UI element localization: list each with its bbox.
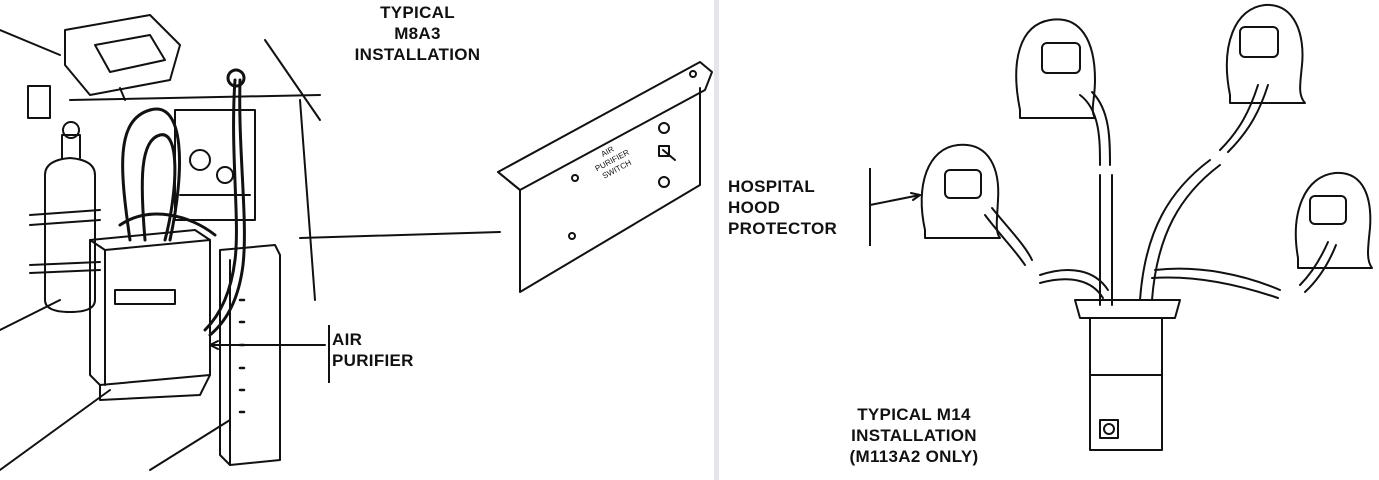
hospital-hood-protector-label: HOSPITAL HOOD PROTECTOR [728,176,837,239]
gas-cylinder [29,121,101,313]
m8a3-installation-panel: TYPICAL M8A3 INSTALLATION AIR PURIFIER A… [0,2,713,471]
label-line: HOSPITAL [728,177,816,196]
hood-left [920,143,1001,239]
m14-purifier-unit [1074,299,1181,451]
switch-leader-line [299,231,501,239]
purifier-arrowhead [209,340,219,350]
hood-leader-line [869,194,921,206]
m14-installation-panel [719,0,1379,480]
title-line: (M113A2 ONLY) [849,447,979,466]
m8a3-illustration [0,14,713,471]
label-line: AIR [332,330,363,349]
vehicle-interior-lines [0,29,321,471]
tall-cabinet [219,244,281,466]
m14-illustration [869,3,1373,451]
overhead-bracket [64,14,181,101]
air-purifier-box [89,229,211,401]
hood-top-right [1226,3,1306,104]
label-bracket [328,325,330,383]
hood-top-left [1015,18,1096,119]
title-line: TYPICAL M14 [857,405,971,424]
hood-right [1294,171,1373,269]
hood-arrowhead [910,192,921,201]
label-line: PROTECTOR [728,219,838,238]
coiled-hoses [118,68,246,337]
title-line: INSTALLATION [354,45,481,64]
label-bracket [869,168,871,246]
title-line: INSTALLATION [851,426,977,445]
label-line: PURIFIER [332,351,414,370]
label-line: HOOD [728,198,781,217]
equipment-rack [174,109,256,221]
air-purifier-label: AIR PURIFIER [332,329,414,371]
breathing-hoses [984,84,1337,306]
m8a3-installation-title: TYPICAL M8A3 INSTALLATION [340,2,495,65]
m14-installation-title: TYPICAL M14 INSTALLATION (M113A2 ONLY) [830,404,998,467]
panel-divider [714,0,719,480]
switch-plate [497,61,713,293]
title-line: TYPICAL [380,3,455,22]
title-line: M8A3 [394,24,441,43]
